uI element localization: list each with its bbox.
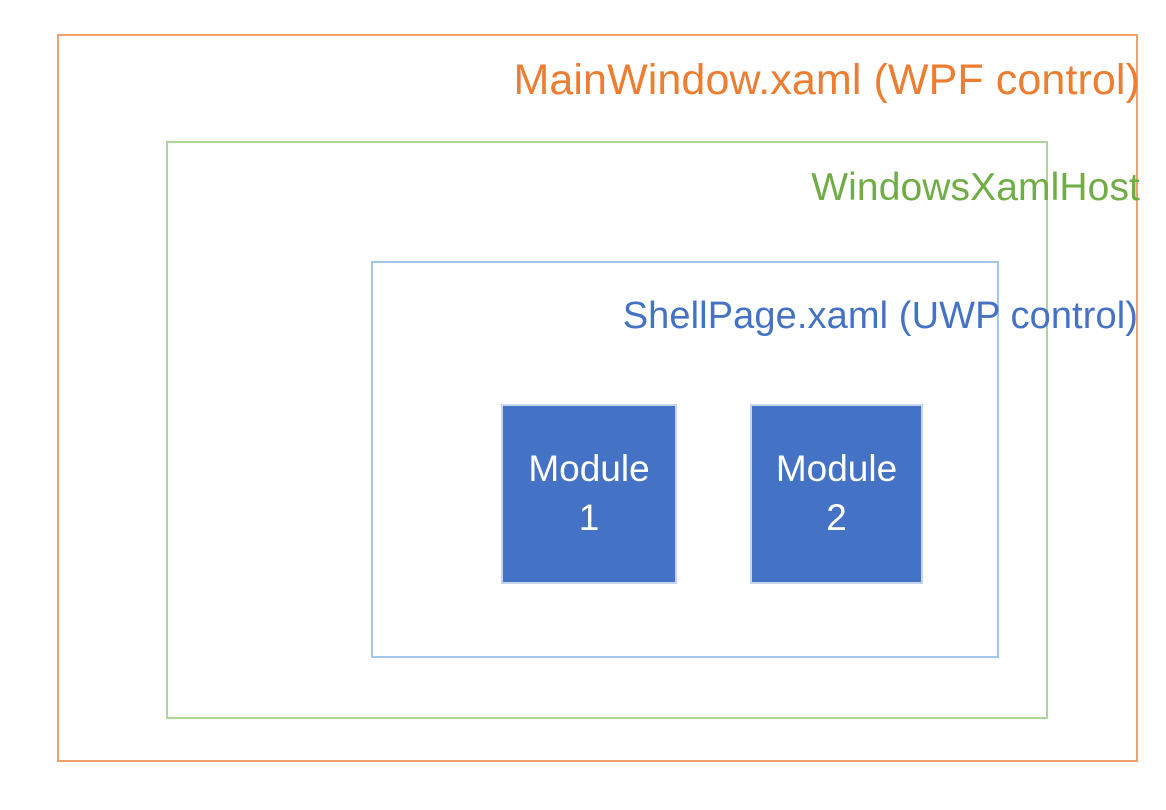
module-2-text: Module 2 bbox=[776, 445, 897, 543]
module-block-1: Module 1 bbox=[501, 404, 677, 584]
layer-label-mainwindow: MainWindow.xaml (WPF control) bbox=[513, 56, 1140, 104]
module-block-2: Module 2 bbox=[750, 404, 923, 584]
layer-label-shellpage: ShellPage.xaml (UWP control) bbox=[622, 295, 1138, 337]
module-1-text: Module 1 bbox=[528, 445, 649, 543]
layer-box-windowsxamlhost bbox=[166, 141, 1048, 719]
module-1-name: Module bbox=[528, 448, 650, 490]
module-2-number: 2 bbox=[826, 497, 847, 538]
layer-box-shellpage bbox=[371, 261, 999, 658]
layer-label-windowsxamlhost: WindowsXamlHost bbox=[811, 166, 1140, 209]
layer-box-mainwindow bbox=[57, 34, 1138, 762]
module-2-name: Module bbox=[775, 448, 898, 490]
module-1-number: 1 bbox=[578, 497, 600, 538]
